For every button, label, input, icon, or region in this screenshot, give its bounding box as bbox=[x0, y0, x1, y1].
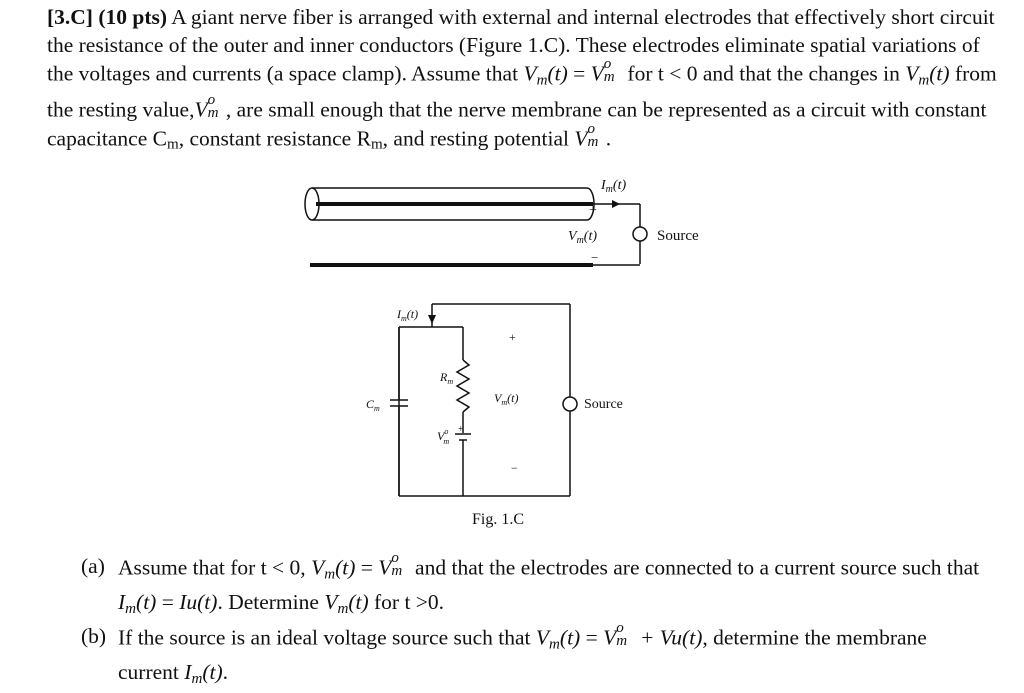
current-arrow-top bbox=[612, 200, 620, 208]
svg-text:−: − bbox=[511, 461, 518, 475]
svg-text:Im(t): Im(t) bbox=[600, 178, 626, 195]
svg-text:Vm(t): Vm(t) bbox=[568, 229, 597, 246]
source-terminal-bottom bbox=[562, 396, 578, 412]
svg-text:Vm(t): Vm(t) bbox=[494, 391, 518, 407]
svg-text:+: + bbox=[509, 330, 516, 344]
question-b: (b) If the source is an ideal voltage so… bbox=[81, 619, 927, 687]
svg-text:+: + bbox=[458, 424, 464, 435]
svg-text:−: − bbox=[591, 250, 598, 265]
svg-text:Vom: Vom bbox=[437, 427, 449, 446]
svg-text:Rm: Rm bbox=[439, 370, 453, 386]
bottom-source-label: Source bbox=[584, 397, 623, 412]
svg-text:Cm: Cm bbox=[366, 397, 380, 413]
resistor bbox=[455, 359, 471, 413]
current-arrow-bottom bbox=[428, 315, 436, 324]
problem-statement: [3.C] (10 pts) A giant nerve fiber is ar… bbox=[47, 5, 997, 153]
top-source-label: Source bbox=[657, 228, 699, 244]
problem-heading: [3.C] (10 pts) bbox=[47, 5, 168, 29]
svg-text:Im(t): Im(t) bbox=[396, 307, 418, 323]
source-terminal-top bbox=[632, 226, 648, 242]
problem-text-1: A giant nerve fiber is arranged with ext… bbox=[47, 5, 995, 86]
figure-caption: Fig. 1.C bbox=[472, 511, 524, 528]
svg-text:+: + bbox=[589, 203, 597, 218]
